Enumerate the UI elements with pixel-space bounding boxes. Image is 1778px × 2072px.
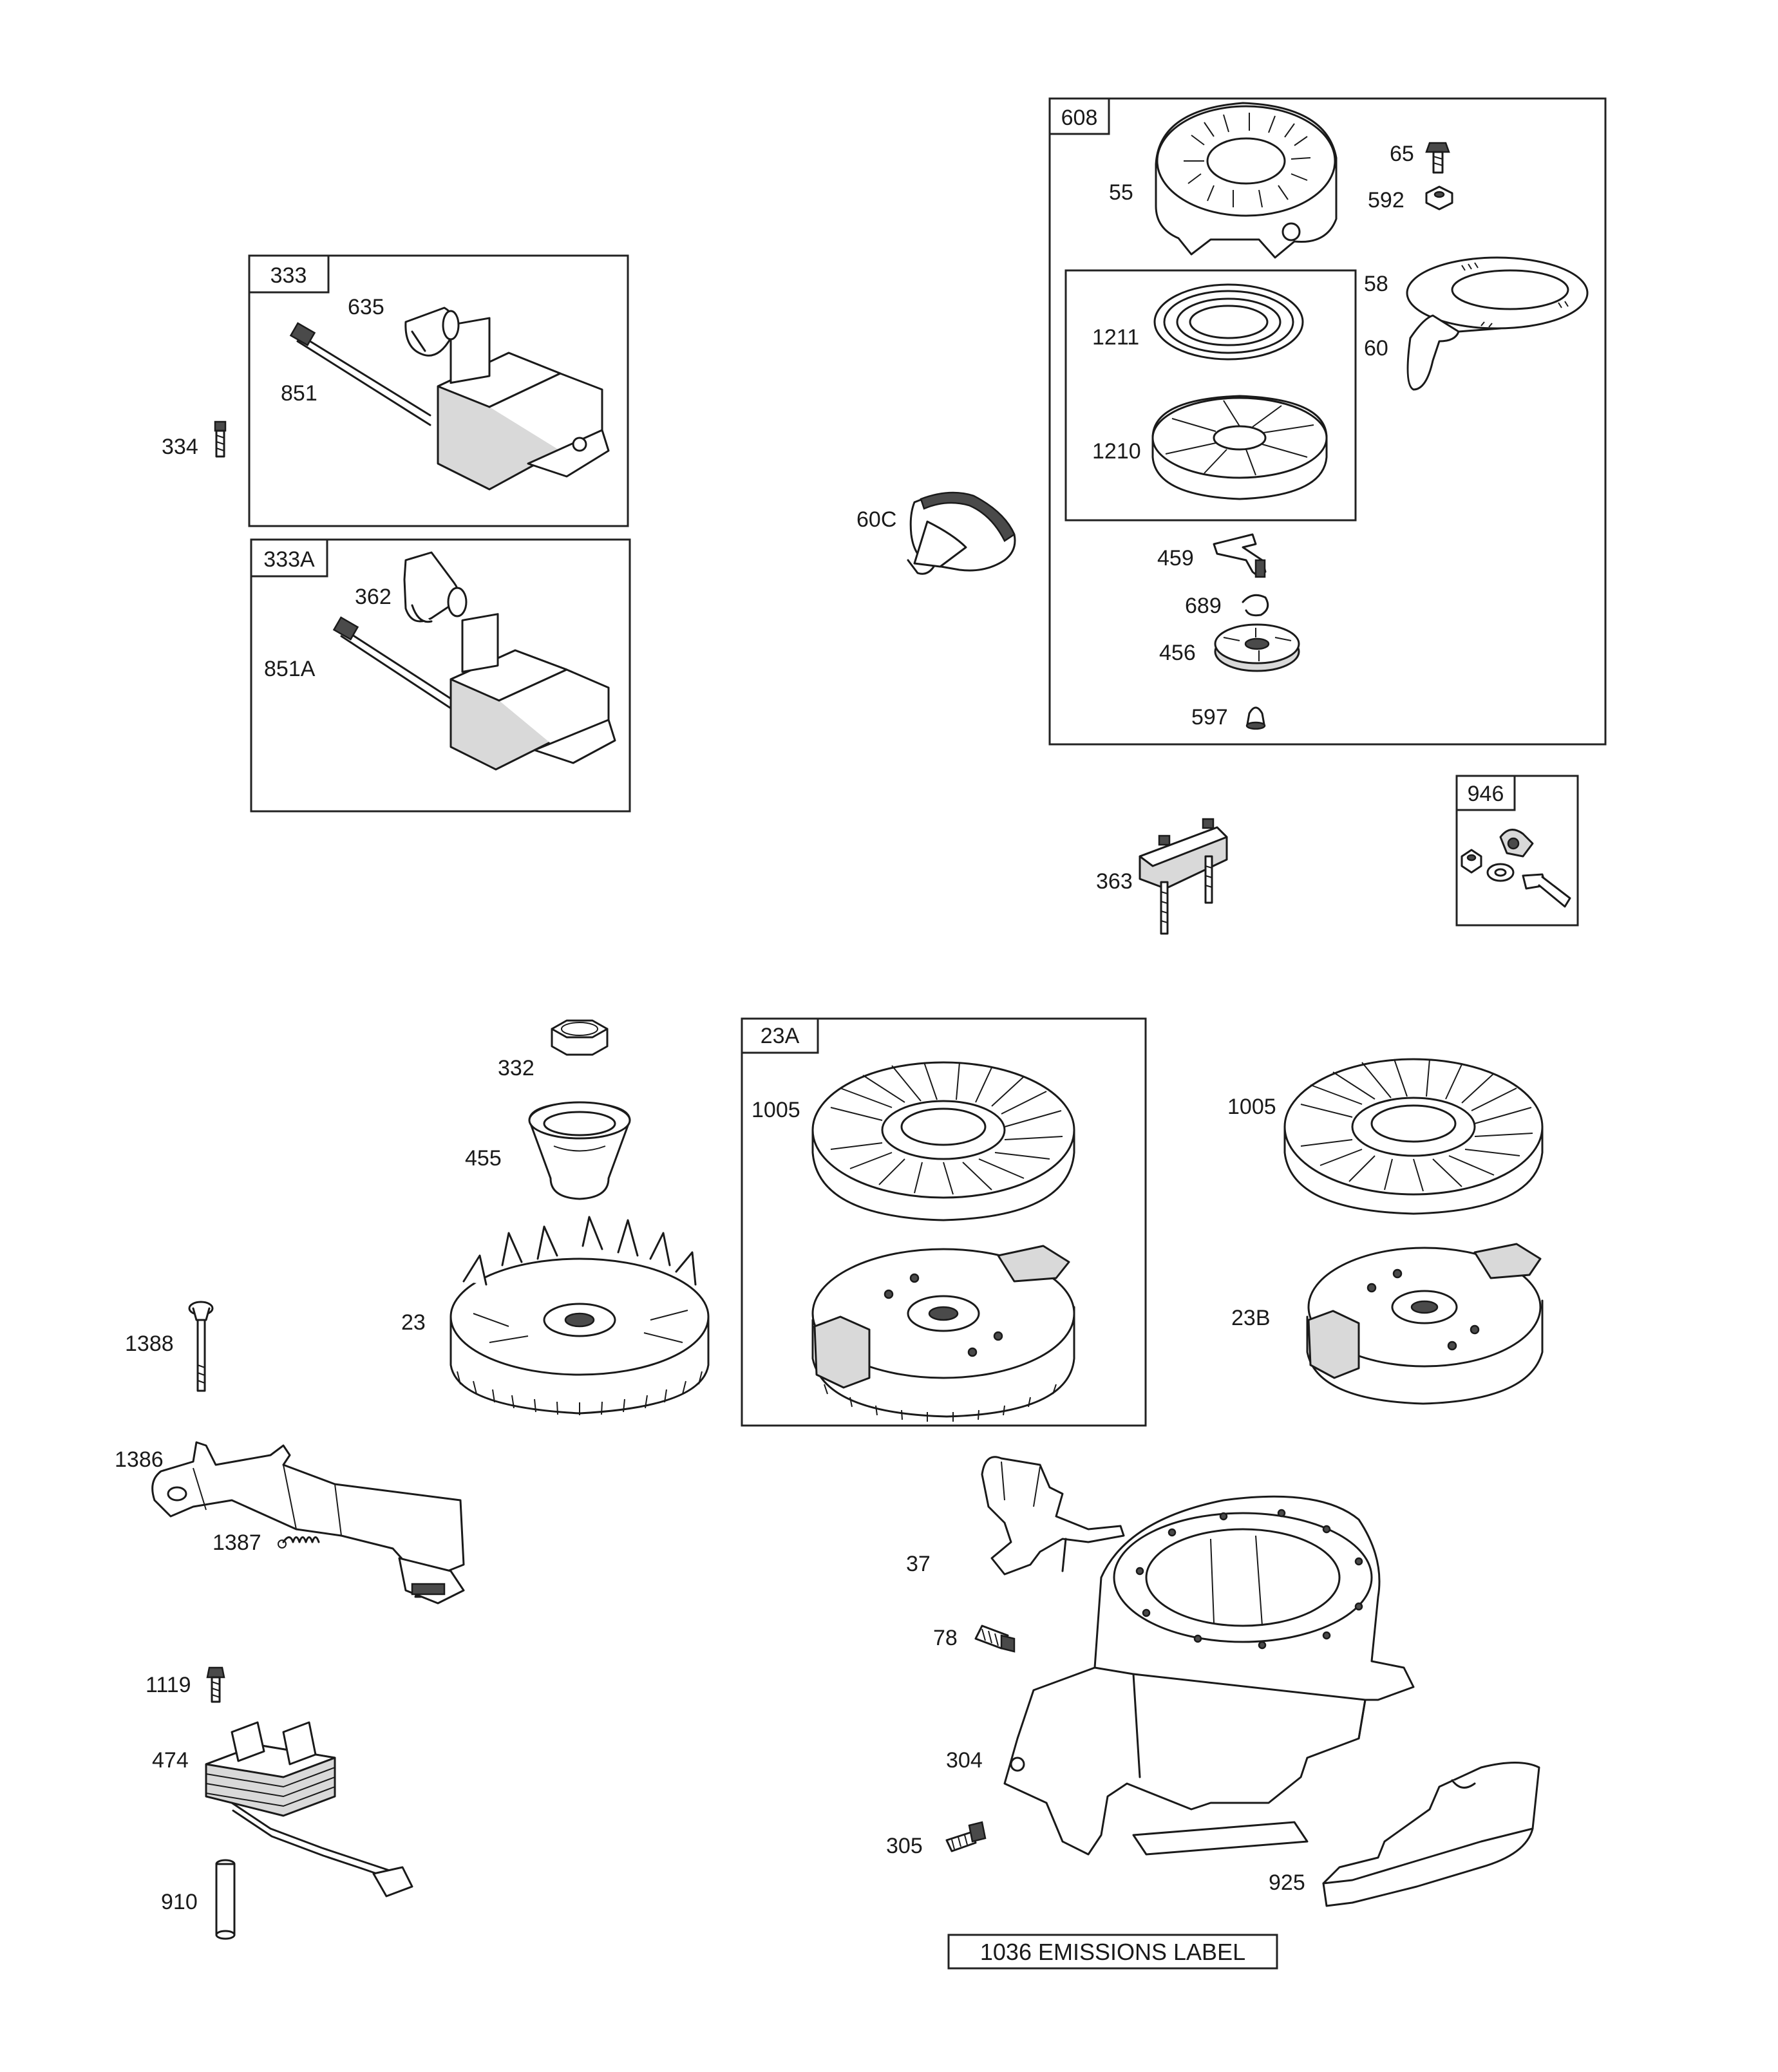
flywheel-23-drawing xyxy=(449,1216,710,1415)
label-459: 459 xyxy=(1157,546,1194,570)
label-1387: 1387 xyxy=(213,1530,261,1555)
label-332: 332 xyxy=(498,1056,534,1080)
label-910: 910 xyxy=(161,1890,198,1914)
label-78: 78 xyxy=(933,1626,958,1650)
spark-plug-boot-362-drawing xyxy=(403,551,468,623)
armature-833-drawing xyxy=(289,317,610,491)
cover-925-drawing xyxy=(1322,1762,1540,1907)
pawl-459-drawing xyxy=(1213,533,1267,578)
emissions-label-text: 1036 EMISSIONS LABEL xyxy=(980,1939,1245,1965)
label-474: 474 xyxy=(152,1748,189,1773)
blower-housing-304-drawing xyxy=(1003,1495,1415,1856)
label-60C: 60C xyxy=(856,507,896,532)
label-334: 334 xyxy=(162,435,198,459)
label-1119: 1119 xyxy=(146,1673,191,1697)
screw-305-drawing xyxy=(945,1821,987,1852)
label-363: 363 xyxy=(1096,869,1133,894)
screw-334-drawing xyxy=(214,420,227,458)
label-55: 55 xyxy=(1109,180,1133,205)
flywheel-23B-drawing xyxy=(1306,1243,1544,1405)
fan-cup-455-drawing xyxy=(528,1101,631,1200)
group-333-box: 333 xyxy=(248,254,629,527)
label-851A: 851A xyxy=(264,657,316,681)
label-456: 456 xyxy=(1159,641,1196,665)
starter-housing-55-drawing xyxy=(1155,102,1338,259)
label-635: 635 xyxy=(348,295,384,319)
group-333A-tab: 333A xyxy=(263,547,315,572)
rocker-arm-363-drawing xyxy=(1139,818,1228,935)
label-1211: 1211 xyxy=(1092,325,1139,350)
starter-handle-60-drawing xyxy=(1406,314,1502,391)
label-925: 925 xyxy=(1269,1870,1305,1895)
label-1388: 1388 xyxy=(125,1332,174,1356)
label-1386: 1386 xyxy=(115,1447,164,1472)
spring-1387-drawing xyxy=(278,1536,320,1549)
label-65: 65 xyxy=(1390,142,1414,166)
nut-592-drawing xyxy=(1425,185,1453,211)
spark-plug-boot-635-drawing xyxy=(404,306,460,357)
label-60: 60 xyxy=(1364,336,1388,361)
label-1005-a: 1005 xyxy=(752,1098,800,1122)
label-23B: 23B xyxy=(1231,1306,1271,1330)
label-305: 305 xyxy=(886,1834,923,1858)
label-592: 592 xyxy=(1368,188,1404,212)
label-23: 23 xyxy=(401,1310,426,1335)
label-304: 304 xyxy=(946,1748,983,1773)
screw-65-drawing xyxy=(1425,142,1450,174)
recoil-spring-1211-drawing xyxy=(1153,283,1304,361)
label-851: 851 xyxy=(281,381,317,406)
group-608-box: 608 xyxy=(1048,97,1607,746)
screw-597-drawing xyxy=(1245,706,1266,730)
nut-332-drawing xyxy=(551,1019,609,1056)
label-37: 37 xyxy=(906,1552,931,1576)
group-946-tab: 946 xyxy=(1468,782,1504,806)
armature-851A-drawing xyxy=(332,613,616,771)
screw-1119-drawing xyxy=(206,1666,225,1703)
label-1005-b: 1005 xyxy=(1227,1095,1276,1119)
spacer-910-drawing xyxy=(215,1859,236,1940)
screw-78-drawing xyxy=(974,1625,1016,1653)
label-1210: 1210 xyxy=(1092,439,1141,464)
fan-1005-drawing xyxy=(1283,1058,1544,1215)
group-333A-box: 333A xyxy=(250,538,631,813)
retainer-ring-689-drawing xyxy=(1242,594,1269,617)
group-23A-box: 23A xyxy=(741,1017,1147,1427)
fan-1005-in-23A-drawing xyxy=(811,1061,1075,1221)
pulley-1210-drawing xyxy=(1151,395,1328,500)
group-946-box: 946 xyxy=(1455,775,1579,927)
air-guide-37-drawing xyxy=(981,1456,1125,1576)
starter-handle-60C-drawing xyxy=(907,491,1016,575)
label-58: 58 xyxy=(1364,272,1388,296)
governor-lever-1386-drawing xyxy=(151,1441,465,1605)
label-362: 362 xyxy=(355,585,392,609)
label-689: 689 xyxy=(1185,594,1222,618)
group-608-tab: 608 xyxy=(1061,106,1098,130)
emissions-label-box: 1036 EMISSIONS LABEL xyxy=(947,1934,1278,1970)
label-597: 597 xyxy=(1191,705,1228,730)
armature-474-drawing xyxy=(205,1721,413,1898)
group-333-tab: 333 xyxy=(270,263,307,288)
flywheel-23A-drawing xyxy=(811,1245,1075,1422)
retainer-456-drawing xyxy=(1214,623,1300,672)
hardware-946-drawing xyxy=(1461,829,1571,908)
screw-1388-drawing xyxy=(188,1301,214,1392)
group-23A-tab: 23A xyxy=(761,1024,800,1048)
label-455: 455 xyxy=(465,1146,502,1171)
